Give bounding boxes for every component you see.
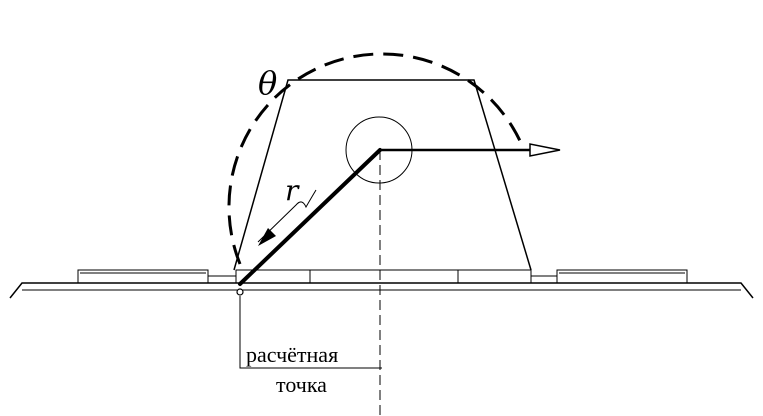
theta-label: θ bbox=[258, 64, 277, 102]
r-label: r bbox=[285, 174, 300, 207]
design-point-leader bbox=[239, 296, 382, 369]
radius-vector bbox=[238, 148, 382, 286]
r-dimension-brace bbox=[257, 189, 317, 243]
base-plate bbox=[9, 282, 754, 299]
trapezoid-housing bbox=[233, 79, 532, 271]
design-point-label-line1: расчётная bbox=[246, 342, 338, 367]
horizontal-arrow bbox=[380, 143, 561, 157]
design-point-marker bbox=[236, 288, 244, 296]
center-base-strip bbox=[235, 269, 532, 284]
left-base-pad bbox=[77, 269, 237, 284]
right-base-pad bbox=[530, 269, 688, 284]
design-point-label-line2: точка bbox=[276, 372, 327, 397]
theta-arc bbox=[227, 52, 526, 265]
